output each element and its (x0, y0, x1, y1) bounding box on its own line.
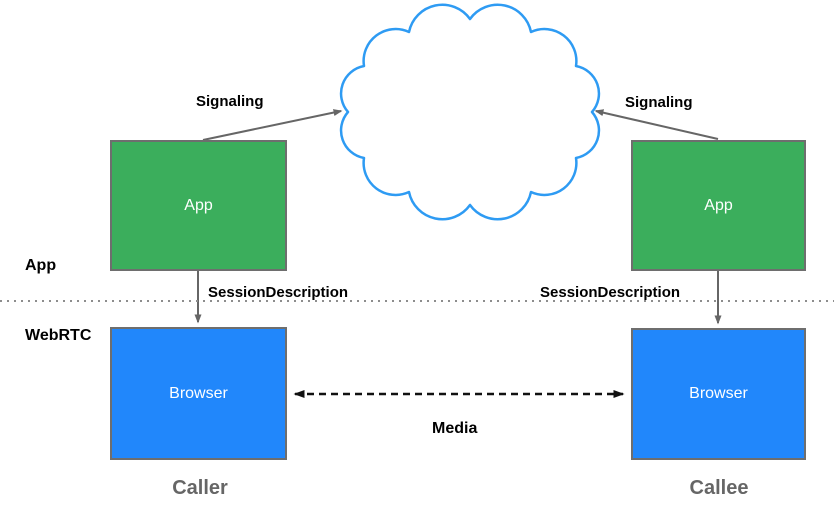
signaling-arrow-right (594, 109, 719, 140)
caller-app-label: App (184, 196, 213, 214)
sessiondescription-label-right: SessionDescription (540, 284, 681, 301)
callee-caption: Callee (689, 477, 749, 499)
signaling-label-left: Signaling (196, 93, 264, 110)
caller-caption: Caller (172, 477, 228, 499)
sessiondescription-label-left: SessionDescription (208, 284, 349, 301)
caller-app-box: App (110, 140, 287, 271)
media-label: Media (432, 420, 478, 437)
caller-browser-label: Browser (169, 384, 228, 402)
callee-app-label: App (704, 196, 733, 214)
callee-browser-label: Browser (689, 385, 748, 402)
layer-label-app: App (25, 257, 57, 274)
signaling-label-right: Signaling (625, 94, 693, 111)
callee-app-box: App (631, 140, 806, 271)
callee-browser-box: Browser (631, 328, 806, 460)
signaling-arrow-left (202, 109, 343, 141)
layer-separator-dotted-line (0, 300, 834, 303)
signaling-cloud-icon (339, 3, 601, 221)
caller-browser-box: Browser (110, 327, 287, 460)
layer-label-webrtc: WebRTC (25, 327, 92, 344)
